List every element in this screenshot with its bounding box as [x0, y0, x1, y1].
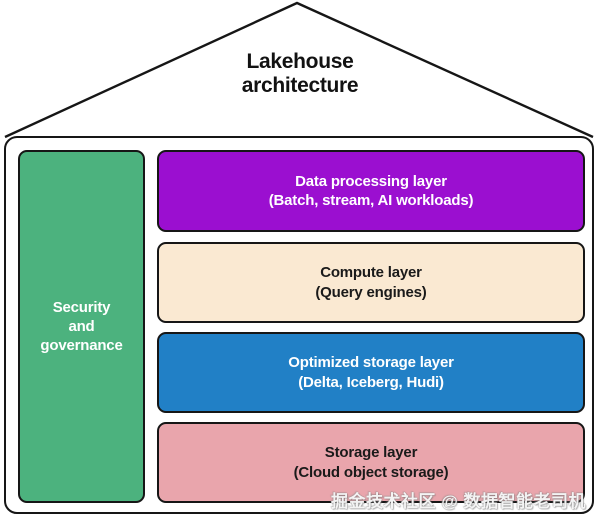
security-governance-box: Security and governance	[18, 150, 145, 503]
layer-optimized-storage: Optimized storage layer (Delta, Iceberg,…	[157, 332, 585, 413]
security-governance-label-line1: Security	[52, 298, 111, 316]
watermark-text: 掘金技术社区 @ 数据智能老司机	[330, 492, 586, 511]
layer-data-processing-subtitle: (Batch, stream, AI workloads)	[268, 192, 474, 209]
layer-storage-subtitle: (Cloud object storage)	[293, 463, 449, 481]
layer-optimized-storage-subtitle: (Delta, Iceberg, Hudi)	[298, 373, 444, 391]
layer-compute: Compute layer (Query engines)	[157, 242, 585, 323]
layer-data-processing-title: Data processing layer	[295, 172, 447, 190]
layer-optimized-storage-title: Optimized storage layer	[288, 354, 454, 371]
layer-data-processing: Data processing layer (Batch, stream, AI…	[157, 150, 585, 232]
diagram-title-line1: Lakehouse	[246, 50, 354, 73]
diagram-title-line2: architecture	[241, 74, 359, 98]
security-governance-label-line2: and	[68, 317, 95, 335]
diagram-title: Lakehouse architecture	[0, 50, 600, 98]
layer-compute-subtitle: (Query engines)	[315, 283, 427, 301]
layer-compute-title: Compute layer	[320, 264, 422, 281]
security-governance-label-line3: governance	[40, 337, 123, 355]
layer-storage-title: Storage layer	[324, 444, 418, 461]
layer-storage: Storage layer (Cloud object storage)	[157, 422, 585, 503]
